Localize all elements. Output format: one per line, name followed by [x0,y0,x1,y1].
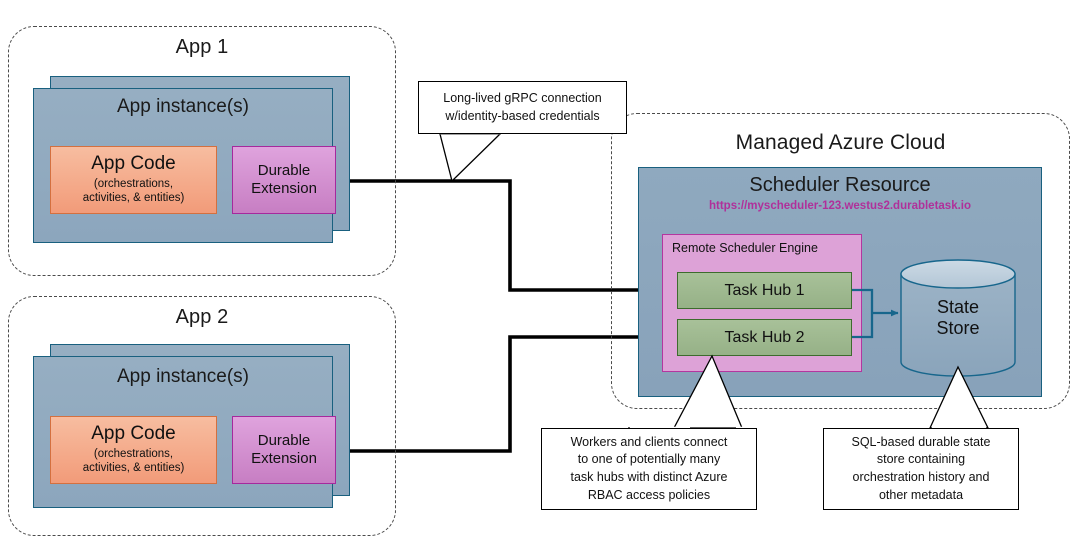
app1-app-code-title: App Code [91,153,176,175]
app1-app-code-sub-line2: activities, & entities) [82,192,185,205]
remote-scheduler-engine-label: Remote Scheduler Engine [672,241,818,255]
state-store-cylinder: State Store [900,259,1016,377]
callout-task-hub-access: Workers and clients connect to one of po… [541,428,757,510]
app2-app-code-box: App Code (orchestrations, activities, & … [50,416,217,484]
app2-group [8,296,396,536]
callout-statestore-line1: SQL-based durable state [851,434,991,449]
task-hub-2-label: Task Hub 2 [724,328,805,346]
connector-app1-to-taskhub1 [336,179,670,294]
task-hub-2-box: Task Hub 2 [677,319,852,356]
state-store-shape [900,259,1016,377]
app2-app-code-sub-line1: (orchestrations, [93,448,174,461]
state-store-line2: Store [936,318,980,339]
app1-instance-title: App instance(s) [116,96,249,117]
callout-statestore-line2: store containing [876,452,966,467]
app1-durable-extension-line1: Durable [257,162,311,179]
app1-group [8,26,396,276]
scheduler-resource-title: Scheduler Resource [749,174,931,196]
callout-grpc-line1: Long-lived gRPC connection [443,90,602,105]
app2-app-code-sub-line2: activities, & entities) [82,462,185,475]
app2-title: App 2 [175,306,229,328]
task-hub-1-label: Task Hub 1 [724,281,805,299]
callout-grpc-connection: Long-lived gRPC connection w/identity-ba… [418,81,627,134]
app1-durable-extension-line2: Extension [251,180,317,197]
state-store-line1: State [936,297,980,317]
callout-grpc-line2: w/identity-based credentials [445,108,600,123]
app1-app-code-box: App Code (orchestrations, activities, & … [50,146,217,214]
app1-app-code-sub-line1: (orchestrations, [93,178,174,191]
app2-instance-title: App instance(s) [116,366,249,387]
connector-app2-to-taskhub2 [336,333,670,453]
scheduler-resource-url: https://myscheduler-123.westus2.durablet… [708,200,972,212]
app2-durable-extension-line2: Extension [251,450,317,467]
managed-azure-cloud-group [611,113,1070,409]
callout-statestore-line3: orchestration history and [852,470,990,484]
app2-app-code-title: App Code [91,423,176,445]
app2-durable-extension-box: Durable Extension [232,416,336,484]
callout-statestore-line4: other metadata [878,487,964,502]
task-hub-1-box: Task Hub 1 [677,272,852,309]
managed-azure-cloud-title: Managed Azure Cloud [735,131,946,154]
callout-taskhub-line4: RBAC access policies [587,487,711,502]
callout-state-store-info: SQL-based durable state store containing… [823,428,1019,510]
state-store-label: State Store [900,297,1016,339]
callout-taskhub-line3: task hubs with distinct Azure [570,470,728,484]
app2-durable-extension-line1: Durable [257,432,311,449]
callout-taskhub-line1: Workers and clients connect [570,434,728,449]
app1-title: App 1 [175,36,229,58]
app1-durable-extension-box: Durable Extension [232,146,336,214]
callout-taskhub-line2: to one of potentially many [577,452,721,467]
